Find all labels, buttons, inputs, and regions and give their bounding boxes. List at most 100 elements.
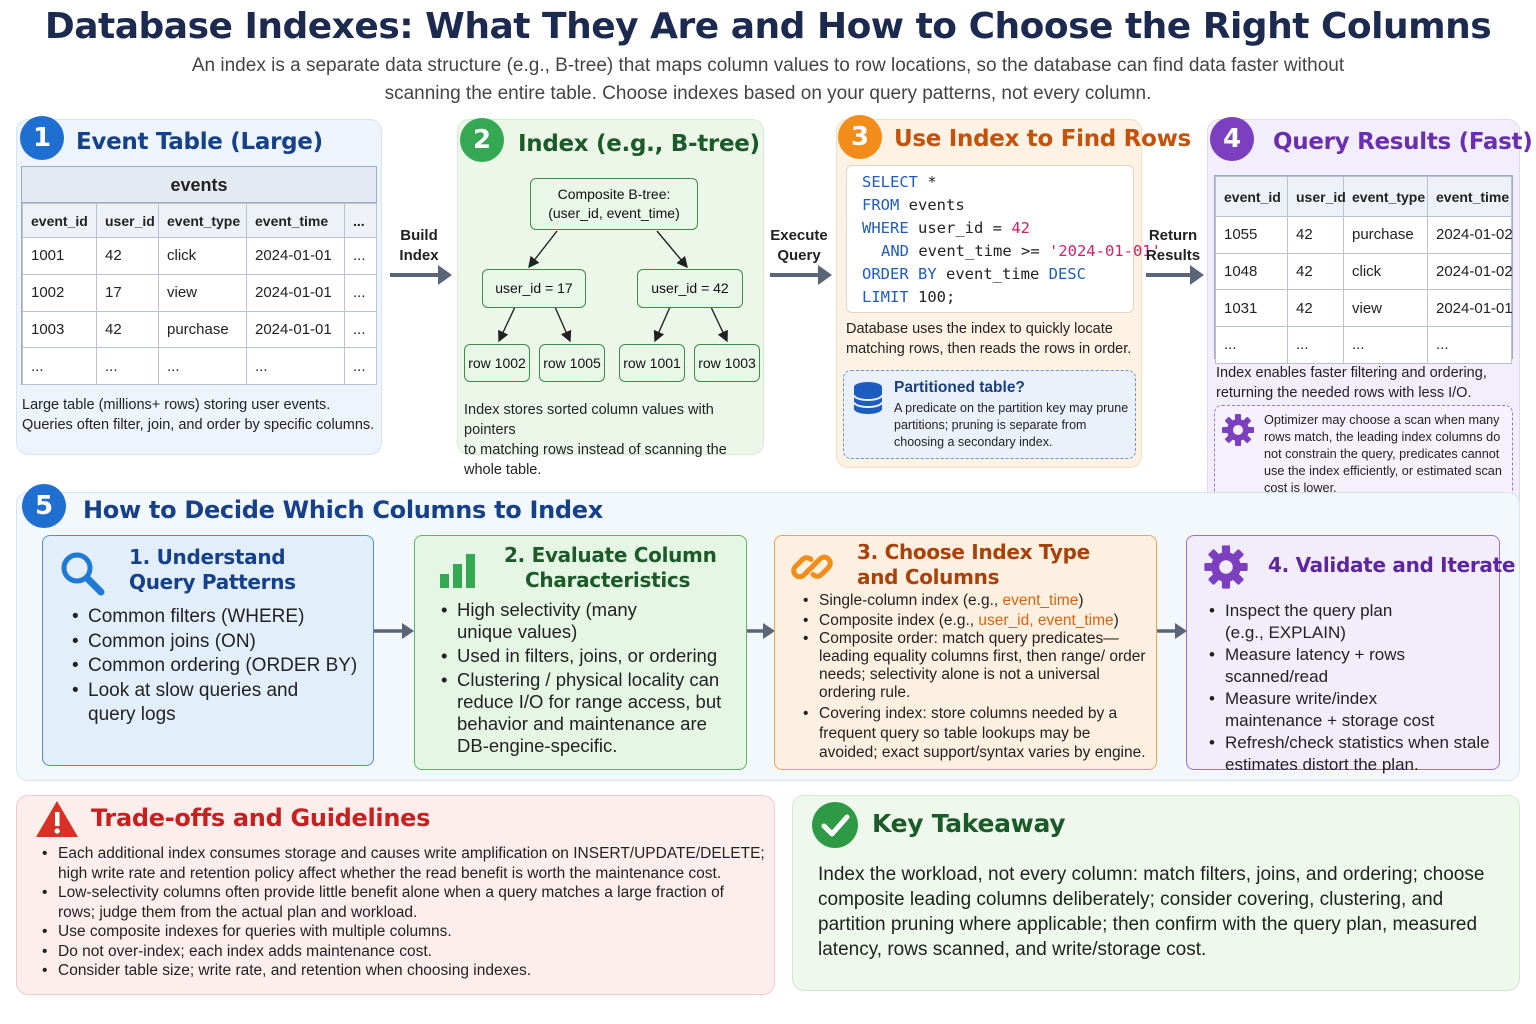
arrow2-label: Execute Query [766,226,832,266]
arrow2-line1: Execute [770,227,828,244]
takeaway-panel [792,795,1520,991]
results-table-cell: click [1343,252,1428,291]
step1-title: Event Table (Large) [76,129,323,155]
partition-callout-text: A predicate on the partition key may pru… [894,401,1129,449]
card3-title-line1: 3. Choose Index Type [857,540,1090,564]
sql-line-from: FROM events [862,194,1133,217]
step2-title: Index (e.g., B-tree) [518,131,760,157]
events-table-header-cell: event_id [22,203,97,238]
card1-item: Common ordering (ORDER BY) [70,654,365,679]
events-table-cell: 42 [96,310,159,349]
sql-limval: 100; [908,288,956,306]
arrow1-line1: Build [400,227,438,244]
results-table-cell: 1031 [1215,289,1288,328]
arrow3-label: Return Results [1142,226,1204,266]
card1-item: Look at slow queries and query logs [70,679,310,728]
arrow3-line2: Results [1145,247,1201,264]
database-icon [853,382,883,414]
partition-callout [843,370,1136,459]
step4-note: Index enables faster filtering and order… [1216,363,1516,403]
step1-badge: 1 [20,116,64,160]
tradeoffs-item: Each additional index consumes storage a… [40,844,765,883]
card3-list: Single-column index (e.g., event_time) C… [801,591,1151,763]
results-table-cell: ... [1427,326,1512,364]
btree-leaf-4: row 1003 [694,344,760,382]
card4-list: Inspect the query plan (e.g., EXPLAIN) M… [1207,600,1497,776]
card3-item: Covering index: store columns needed by … [801,704,1151,763]
takeaway-title: Key Takeaway [872,809,1066,838]
arrow1-icon [390,265,452,285]
events-table-cell: ... [344,237,377,275]
events-table-cell: purchase [158,310,247,349]
card3-item: Composite order: match query predicates—… [801,630,1151,702]
events-table-cell: 17 [96,273,159,312]
results-table-cell: 42 [1287,252,1344,291]
sql-line-where: WHERE user_id = 42 [862,217,1133,240]
step4-note-line2: returning the needed rows with less I/O. [1216,385,1472,401]
sql-table: events [899,196,965,214]
step2-note-line2: to matching rows instead of scanning the… [464,442,727,478]
step1-note-line2: Queries often filter, join, and order by… [22,417,375,433]
card2-title-line2: Characteristics [525,568,691,592]
btree-right-node: user_id = 42 [637,269,743,308]
results-table-header-cell: event_time [1427,176,1512,217]
card3-title: 3. Choose Index Type and Columns [857,540,1090,590]
card4-item: Refresh/check statistics when stale esti… [1207,732,1497,776]
card1-list: Common filters (WHERE) Common joins (ON)… [70,605,365,728]
step3-note: Database uses the index to quickly locat… [846,319,1142,359]
step4-badge: 4 [1210,117,1254,161]
events-table-header-cell: event_type [158,203,247,238]
results-table-cell: view [1343,289,1428,328]
card4-title: 4. Validate and Iterate [1268,553,1516,577]
events-table-cell: ... [344,273,377,312]
step4-title: Query Results (Fast) [1273,129,1533,155]
sql-star: * [918,173,937,191]
card2-item: High selectivity (many unique values) [439,599,649,643]
btree-leaf-1: row 1002 [464,344,530,382]
card1-title-line1: 1. Understand [129,545,286,569]
flow-arrow-3 [1157,623,1187,639]
step2-note: Index stores sorted column values with p… [464,400,764,480]
events-table-cell: click [158,237,247,275]
card1-item: Common filters (WHERE) [70,605,365,630]
results-table-row: ............ [1215,326,1512,364]
sql-line-order: ORDER BY event_time DESC [862,263,1133,286]
results-table-header-cell: event_type [1343,176,1428,217]
events-table-cell: ... [246,347,345,386]
step3-note-line2: matching rows, then reads the rows in or… [846,341,1132,357]
events-table-cell: ... [22,347,97,386]
step1-note: Large table (millions+ rows) storing use… [22,395,382,435]
card2-title-line1: 2. Evaluate Column [504,543,717,567]
arrow2-icon [770,265,832,285]
events-table-cell: ... [158,347,247,386]
card3-item1-end: ) [1078,592,1084,609]
step3-note-line1: Database uses the index to quickly locat… [846,321,1113,337]
results-table-cell: ... [1215,326,1288,364]
events-table-cell: 1002 [22,273,97,312]
events-table-cell: 2024-01-01 [246,237,345,275]
results-table-cell: 1055 [1215,216,1288,254]
step5-badge: 5 [22,484,66,528]
search-icon [61,552,105,596]
results-table-cell: 2024-01-02 [1427,252,1513,291]
card1-item: Common joins (ON) [70,630,365,655]
arrow1-label: Build Index [388,226,450,266]
card3-item: Single-column index (e.g., event_time) [801,591,1151,611]
checkmark-icon [812,802,858,848]
card3-item2-highlight: user_id, event_time [978,611,1114,629]
step4-note-line1: Index enables faster filtering and order… [1216,365,1487,381]
btree-edges [498,230,728,343]
link-icon [791,554,833,580]
flow-arrow-2 [747,623,775,639]
card4-item: Measure latency + rows scanned/read [1207,644,1497,688]
card3-item2-text: Composite index (e.g., [819,611,979,629]
results-table-header-cell: user_id [1287,176,1346,217]
events-table-name: events [22,167,376,203]
warning-icon [36,801,78,837]
arrow2-line2: Query [777,247,821,264]
btree-root-line1: Composite B-tree: [557,186,671,202]
sql-desc-kw: DESC [1048,265,1086,283]
sql-line-limit: LIMIT 100; [862,286,1133,309]
